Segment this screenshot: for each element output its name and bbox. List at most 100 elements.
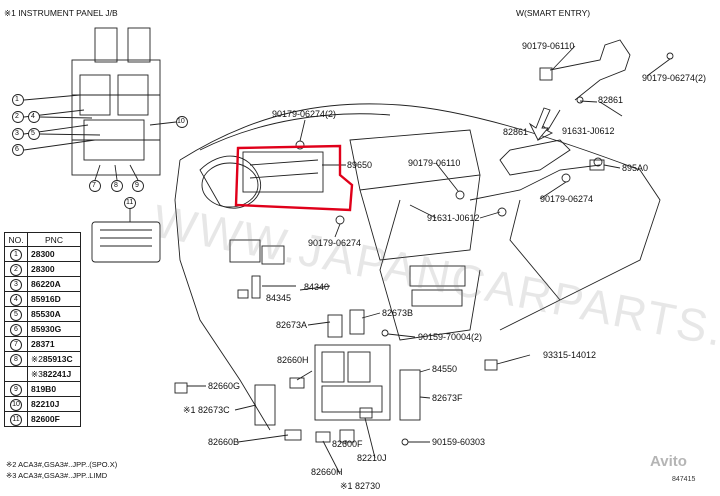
label-84340: 84340	[304, 282, 330, 292]
label-91631-j0612-mid: 91631-J0612	[427, 213, 480, 223]
row-number-circle: 7	[10, 338, 22, 351]
label-89650: 89650	[347, 160, 373, 170]
row-number: 3	[4, 276, 28, 292]
row-pnc-value: 85916D	[31, 294, 61, 304]
row-pnc-value: 85913C	[42, 353, 73, 364]
label-82600f: 82600F	[332, 439, 363, 449]
label-82673a: 82673A	[276, 320, 308, 330]
row-number: 4	[4, 291, 28, 307]
table-row: 11 82600F	[4, 411, 81, 427]
label-82660g: 82660G	[208, 381, 241, 391]
label-90179-06110-top: 90179-06110	[522, 41, 575, 51]
label-82210j: 82210J	[357, 453, 387, 463]
row-pnc-value: 86220A	[31, 279, 61, 289]
callout-2: 2	[15, 113, 19, 120]
label-82673f: 82673F	[432, 393, 463, 403]
row-number-circle: 3	[10, 278, 22, 291]
note-2: ※2 ACA3#,GSA3#..JPP..(SPO.X)	[6, 460, 118, 469]
label-90179-06274-2-top: 90179-06274(2)	[272, 109, 337, 119]
row-pnc-value: 85930G	[31, 324, 62, 334]
relay-block	[314, 344, 391, 421]
row-number: 8	[4, 351, 28, 367]
row-number-circle: 5	[10, 308, 22, 321]
row-pnc: 82210J	[27, 396, 81, 412]
callout-6: 6	[15, 146, 19, 153]
table-row: 6 85930G	[4, 321, 81, 337]
row-number: 5	[4, 306, 28, 322]
row-pnc-value: 28300	[31, 264, 55, 274]
table-row: 7 28371	[4, 336, 81, 352]
label-82660h-top: 82660H	[277, 355, 309, 365]
label-84345: 84345	[266, 293, 292, 303]
row-pnc-value: 82241J	[42, 368, 72, 379]
smart-entry-header: W(SMART ENTRY)	[516, 8, 591, 18]
table-row: 3 86220A	[4, 276, 81, 292]
label-82861-top: 82861	[598, 95, 624, 105]
table-header-pnc: PNC	[27, 232, 81, 247]
row-number-circle: 8	[10, 353, 22, 366]
row-number-circle: 9	[10, 383, 22, 396]
label-90159-70004-2: 90159-70004(2)	[418, 332, 483, 342]
callout-1: 1	[15, 96, 19, 103]
row-number-circle: 2	[10, 263, 22, 276]
row-number: 6	[4, 321, 28, 337]
row-number-circle: 6	[10, 323, 22, 336]
highlight-outline	[234, 144, 354, 212]
label-90179-06274-2-right: 90179-06274(2)	[642, 73, 707, 83]
instrument-panel-header: ※1 INSTRUMENT PANEL J/B	[4, 8, 118, 18]
row-mark: ※3	[31, 368, 43, 379]
row-pnc: 819B0	[27, 381, 81, 397]
row-number-circle: 10	[10, 398, 22, 411]
table-row: 8 ※285913C	[4, 351, 81, 367]
label-82861-mid: 82861	[503, 127, 529, 137]
arrow-icon	[528, 107, 551, 141]
row-pnc-value: 85530A	[31, 309, 61, 319]
callout-5: 5	[31, 130, 35, 137]
row-pnc-value: 82600F	[31, 414, 60, 424]
callout-4: 4	[31, 113, 35, 120]
note-3: ※3 ACA3#,GSA3#..JPP..LIMD	[6, 471, 108, 480]
row-mark: ※2	[31, 353, 43, 364]
footer-code: 847415	[672, 476, 696, 483]
row-pnc-value: 28371	[31, 339, 55, 349]
row-pnc: 28300	[27, 246, 81, 262]
label-90159-60303: 90159-60303	[432, 437, 486, 447]
row-pnc: 82600F	[27, 411, 81, 427]
row-number: 10	[4, 396, 28, 412]
row-pnc: 85530A	[27, 306, 81, 322]
row-number: 9	[4, 381, 28, 397]
label-91631-j0612-right: 91631-J0612	[562, 126, 615, 136]
table-row: 4 85916D	[4, 291, 81, 307]
label-82730: ※1 82730	[340, 481, 381, 491]
label-90179-06274-mid: 90179-06274	[308, 238, 362, 248]
label-90179-06274-right: 90179-06274	[540, 194, 594, 204]
avito-logo: Avito	[650, 453, 687, 470]
row-pnc: 28371	[27, 336, 81, 352]
label-82660b: 82660B	[208, 437, 240, 447]
callout-8: 8	[114, 182, 118, 189]
row-number: 7	[4, 336, 28, 352]
label-84550: 84550	[432, 364, 458, 374]
row-pnc: 85916D	[27, 291, 81, 307]
table-header-no: NO.	[4, 232, 28, 247]
row-pnc: ※285913C	[27, 351, 81, 367]
row-pnc-value: 28300	[31, 249, 55, 259]
label-82660h-bottom: 82660H	[311, 467, 343, 477]
callout-7: 7	[92, 182, 96, 189]
label-90179-06110-mid: 90179-06110	[408, 158, 461, 168]
label-895a0: 895A0	[622, 163, 649, 173]
row-number-circle: 11	[10, 413, 22, 426]
table-row: 10 82210J	[4, 396, 81, 412]
label-93315-14012: 93315-14012	[543, 350, 597, 360]
callout-11: 11	[126, 199, 134, 206]
row-pnc: 85930G	[27, 321, 81, 337]
row-pnc: 28300	[27, 261, 81, 277]
callout-3: 3	[15, 130, 19, 137]
row-pnc: ※382241J	[27, 366, 81, 382]
row-number-circle: 4	[10, 293, 22, 306]
